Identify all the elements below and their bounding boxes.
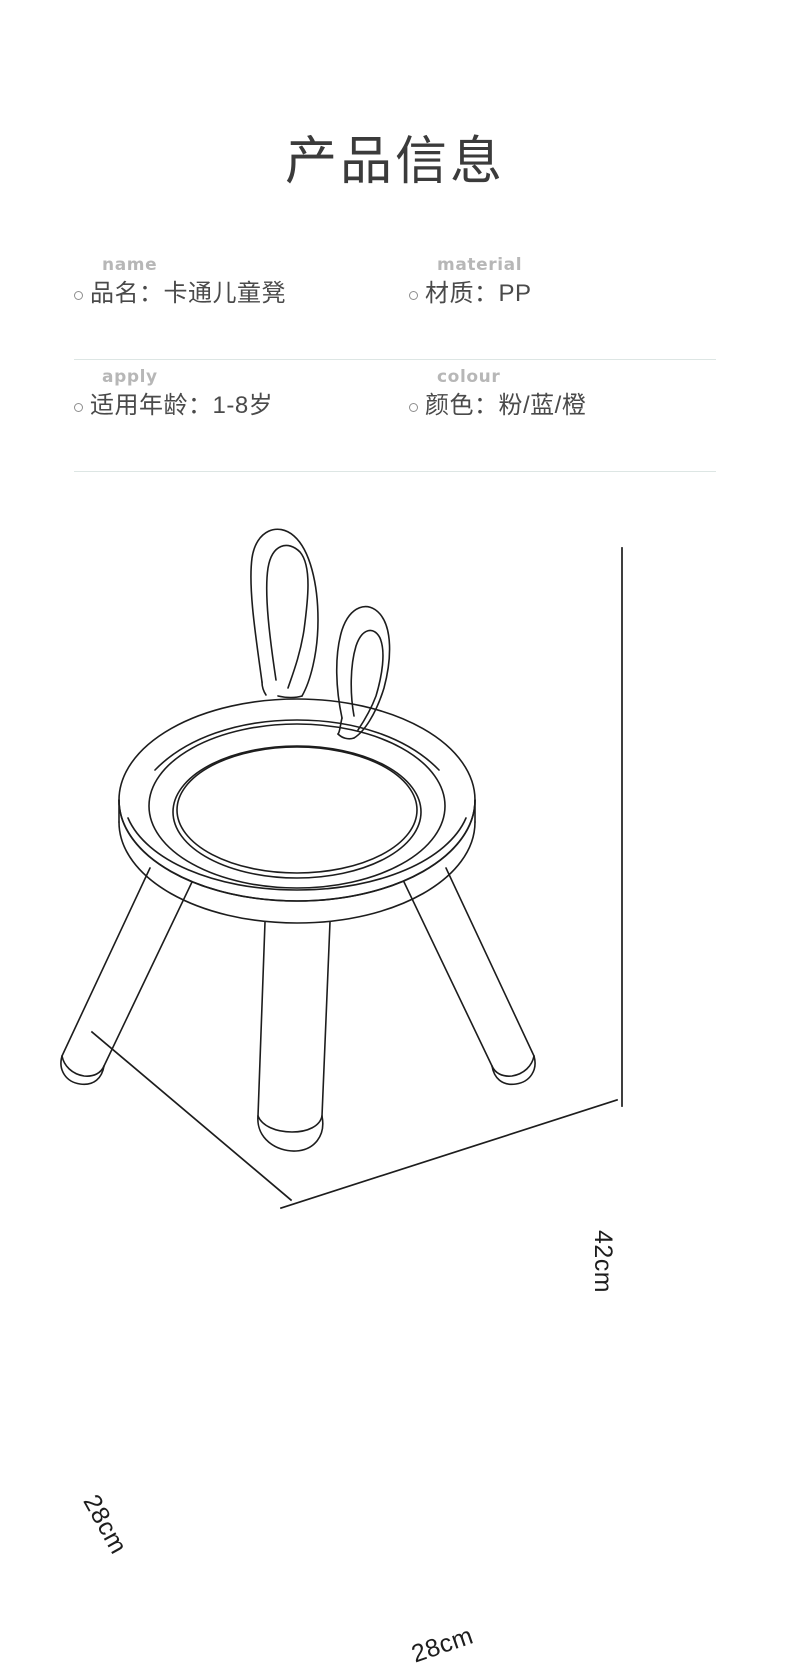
spec-item-colour: colour 颜色：粉/蓝/橙 xyxy=(395,360,716,471)
spec-row: apply 适用年龄：1-8岁 colour 颜色：粉/蓝/橙 xyxy=(74,360,716,472)
dimension-lines xyxy=(90,547,623,1210)
product-illustration: 42cm 28cm 28cm xyxy=(0,470,790,1668)
spec-eyebrow-material: material xyxy=(437,255,523,275)
spec-eyebrow-colour: colour xyxy=(437,367,501,387)
spec-eyebrow-apply: apply xyxy=(102,367,158,387)
dimension-line-width xyxy=(279,1098,619,1210)
stool-leg-right xyxy=(403,867,536,1086)
product-spec-list: name 品名：卡通儿童凳 material 材质：PP apply 适用年龄：… xyxy=(74,248,716,472)
stool-leg-center xyxy=(257,921,331,1152)
spec-value-name: 品名：卡通儿童凳 xyxy=(90,280,286,307)
spec-value-material: 材质：PP xyxy=(425,280,532,307)
stool-line-drawing xyxy=(60,528,623,1210)
ring-bullet-icon xyxy=(409,290,418,300)
ring-bullet-icon xyxy=(409,402,418,412)
spec-main-colour: 颜色：粉/蓝/橙 xyxy=(409,390,586,422)
spec-value-colour: 颜色：粉/蓝/橙 xyxy=(425,392,587,419)
dimension-label-width: 28cm xyxy=(408,1621,477,1669)
spec-item-apply: apply 适用年龄：1-8岁 xyxy=(74,360,395,471)
spec-item-material: material 材质：PP xyxy=(395,248,716,359)
spec-main-name: 品名：卡通儿童凳 xyxy=(74,278,286,310)
ring-bullet-icon xyxy=(74,290,83,300)
stool-seat xyxy=(118,698,476,924)
page-title: 产品信息 xyxy=(284,133,505,191)
spec-value-apply: 适用年龄：1-8岁 xyxy=(90,392,274,419)
rabbit-ear-right-icon xyxy=(335,605,391,740)
stool-leg-left xyxy=(60,867,193,1086)
rabbit-ear-left-icon xyxy=(250,528,319,699)
dimension-label-height: 42cm xyxy=(589,1230,617,1294)
spec-item-name: name 品名：卡通儿童凳 xyxy=(74,248,395,359)
ring-bullet-icon xyxy=(74,402,83,412)
spec-eyebrow-name: name xyxy=(102,255,158,275)
dimension-line-depth xyxy=(90,1030,293,1202)
spec-row: name 品名：卡通儿童凳 material 材质：PP xyxy=(74,248,716,360)
spec-main-apply: 适用年龄：1-8岁 xyxy=(74,390,273,422)
dimension-label-depth: 28cm xyxy=(77,1490,133,1559)
spec-main-material: 材质：PP xyxy=(409,278,532,310)
